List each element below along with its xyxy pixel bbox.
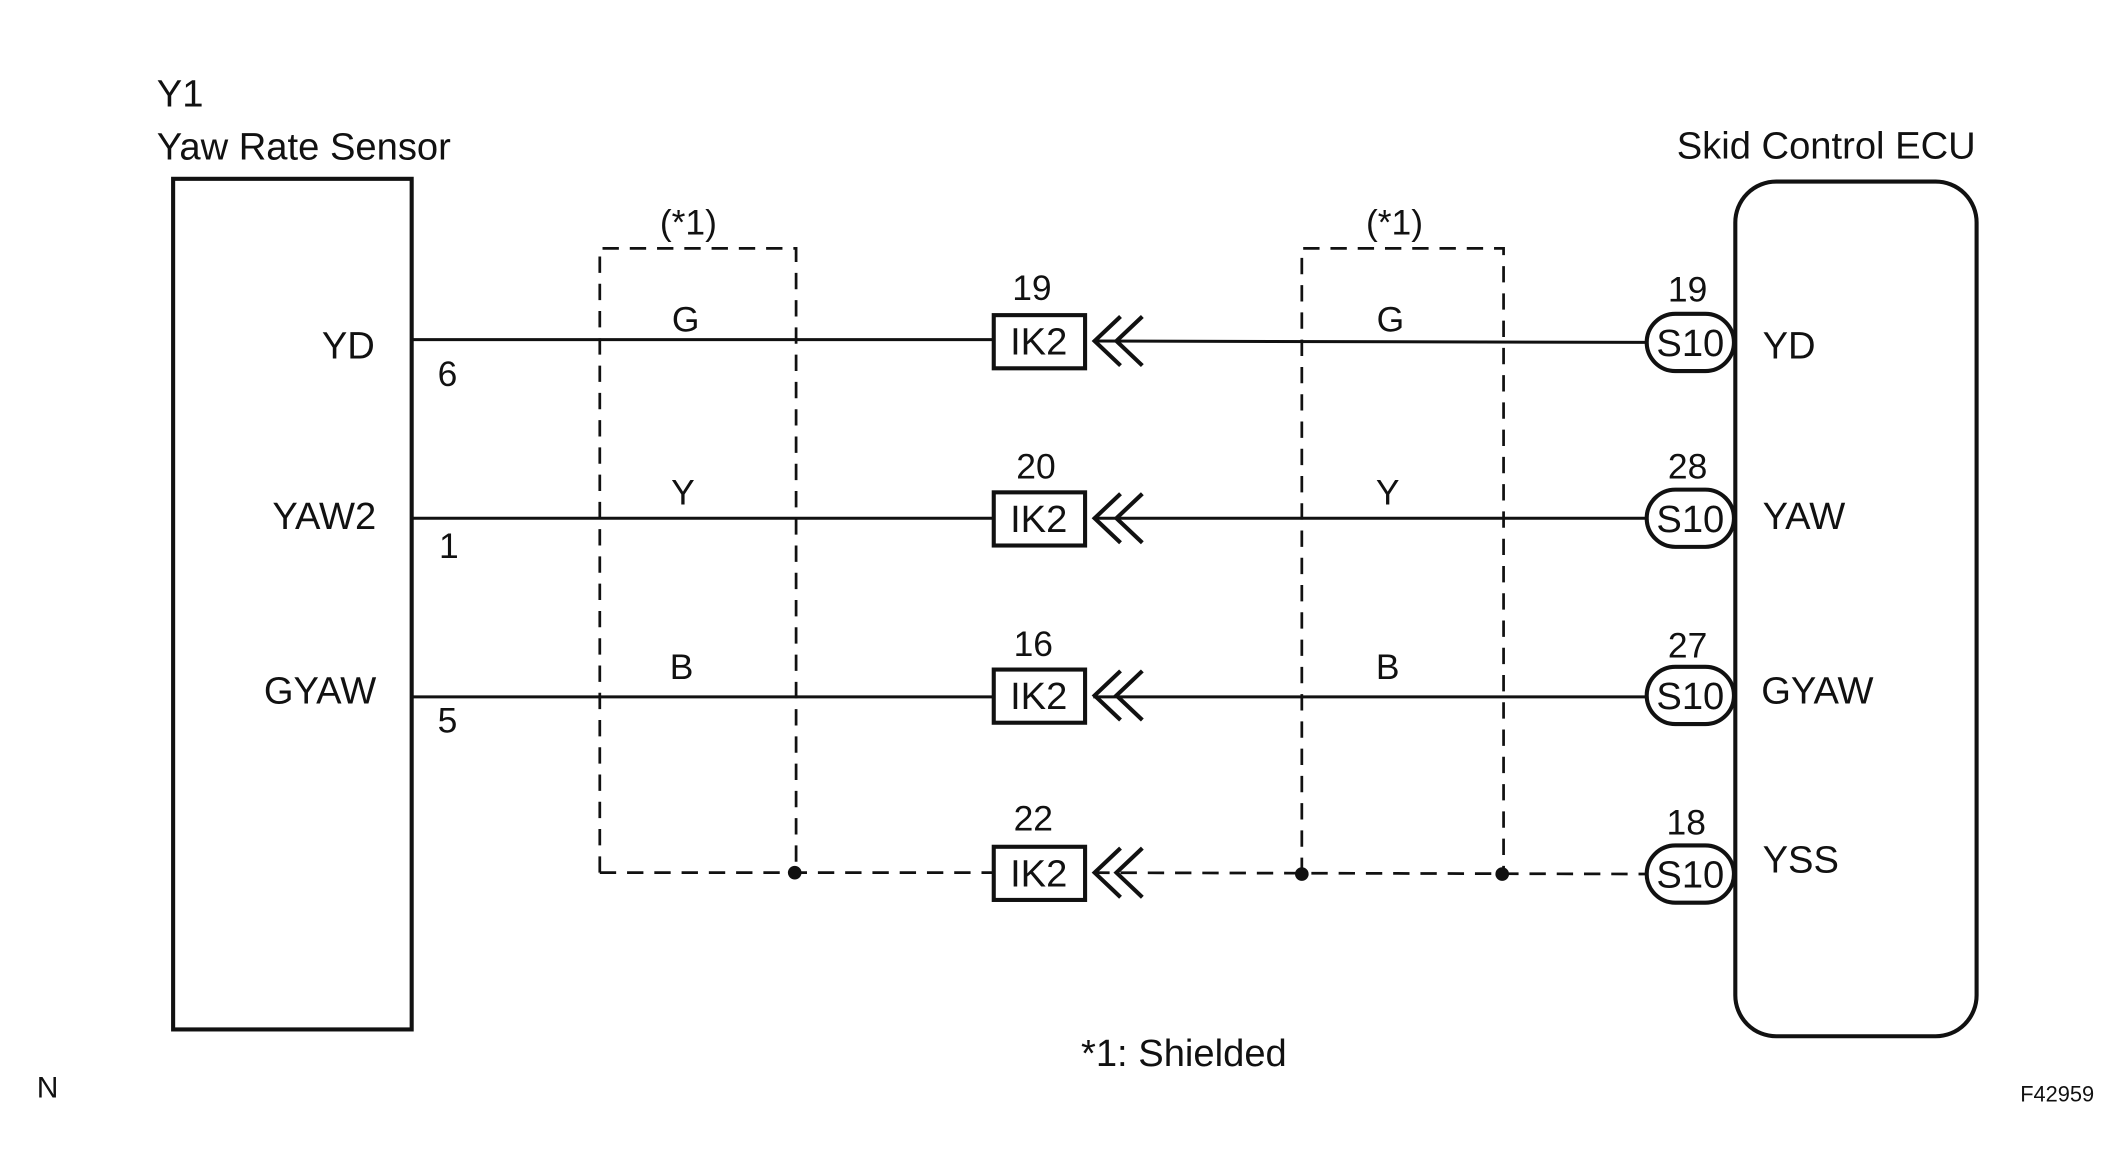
- s10-connector-pill: [1644, 487, 1736, 549]
- sensor-id: Y1: [157, 73, 204, 116]
- ecu-terminal-yd: YD: [1763, 325, 1816, 368]
- chevron-left-icon: [1091, 669, 1122, 722]
- s10-pin-number: 19: [1668, 270, 1707, 310]
- wire-color-left-yd: G: [672, 299, 700, 339]
- ik2-connector-label: IK2: [1010, 852, 1067, 895]
- ik2-connector-box: [991, 490, 1088, 548]
- ecu-terminal-yaw: YAW: [1763, 495, 1846, 538]
- s10-connector-label: S10: [1656, 675, 1724, 718]
- shield-drain-right: [1093, 871, 1647, 876]
- shield-left-label: (*1): [660, 203, 717, 243]
- wire-yd: [411, 338, 1647, 344]
- s10-connector-label: S10: [1656, 322, 1724, 365]
- sensor-pin-6: 6: [438, 354, 458, 394]
- chevron-left-icon: [1113, 492, 1144, 545]
- chevron-left-icon: [1113, 315, 1144, 368]
- wire-shield-ground: [599, 865, 1647, 881]
- wire-color-left-gyaw: B: [670, 647, 694, 687]
- ik2-connector-box: [991, 667, 1088, 725]
- chevron-left-icon: [1091, 315, 1122, 368]
- sensor-pin-5: 5: [438, 700, 458, 740]
- wire-color-left-yaw: Y: [671, 473, 695, 513]
- shield-right-label: (*1): [1366, 203, 1423, 243]
- chevron-left-icon: [1091, 492, 1122, 545]
- wire-color-right-yaw: Y: [1376, 473, 1400, 513]
- sensor-pin-1: 1: [439, 526, 459, 566]
- ik2-connector-label: IK2: [1010, 321, 1067, 364]
- s10-pin-number: 27: [1668, 625, 1707, 665]
- wire-yd-right: [1093, 339, 1647, 344]
- chevron-left-icon: [1091, 846, 1122, 899]
- ecu-terminal-gyaw: GYAW: [1761, 670, 1873, 713]
- s10-pin-number: 28: [1668, 447, 1707, 487]
- ik2-pin-number: 16: [1014, 624, 1053, 664]
- ecu-box: [1733, 179, 1979, 1039]
- ik2-connector-box: [991, 844, 1088, 902]
- chevron-left-icon: [1113, 669, 1144, 722]
- chevron-left-icon: [1113, 846, 1144, 899]
- splice-dot: [1495, 867, 1510, 881]
- ecu-terminal-yss: YSS: [1763, 839, 1839, 882]
- wire-color-right-yd: G: [1377, 299, 1405, 339]
- ik2-connector-16: 16 IK2: [991, 624, 1144, 725]
- figure-code: F42959: [2020, 1082, 2094, 1107]
- s10-connector-pill: [1644, 843, 1736, 905]
- sensor-terminal-yaw2: YAW2: [272, 495, 376, 538]
- shield-footnote: *1: Shielded: [1081, 1032, 1287, 1075]
- ik2-pin-number: 19: [1012, 268, 1051, 308]
- s10-connector-27: 27 S10: [1644, 625, 1736, 727]
- shield-left-outline: [598, 246, 798, 873]
- ik2-connector-20: 20 IK2: [991, 447, 1144, 548]
- sensor-box: [171, 176, 414, 1032]
- s10-connector-label: S10: [1656, 854, 1724, 897]
- ik2-connector-19: 19 IK2: [991, 268, 1144, 371]
- s10-connector-18: 18 S10: [1644, 803, 1736, 905]
- ik2-connector-box: [991, 313, 1088, 371]
- shield-right-outline: [1300, 246, 1505, 875]
- s10-connector-label: S10: [1656, 498, 1724, 541]
- shield-right: (*1): [1300, 203, 1505, 875]
- shield-left: (*1): [598, 203, 798, 873]
- sensor-terminal-yd: YD: [322, 325, 375, 368]
- s10-connector-28: 28 S10: [1644, 447, 1736, 549]
- ik2-pin-number: 20: [1016, 447, 1055, 487]
- ik2-connector-label: IK2: [1010, 498, 1067, 541]
- splice-dot: [1295, 867, 1309, 881]
- sensor-terminal-gyaw: GYAW: [264, 670, 376, 713]
- s10-connector-pill: [1644, 311, 1736, 374]
- wire-color-right-gyaw: B: [1376, 647, 1400, 687]
- ecu-name: Skid Control ECU: [1677, 124, 1976, 167]
- ik2-pin-number: 22: [1014, 798, 1053, 838]
- s10-connector-pill: [1644, 664, 1736, 727]
- s10-pin-number: 18: [1667, 803, 1706, 843]
- sensor-name: Yaw Rate Sensor: [157, 126, 451, 169]
- s10-connector-19: 19 S10: [1644, 270, 1736, 374]
- ik2-connector-label: IK2: [1010, 675, 1067, 718]
- splice-dot: [787, 865, 802, 880]
- ik2-connector-22: 22 IK2: [991, 798, 1144, 902]
- corner-mark: N: [37, 1072, 59, 1105]
